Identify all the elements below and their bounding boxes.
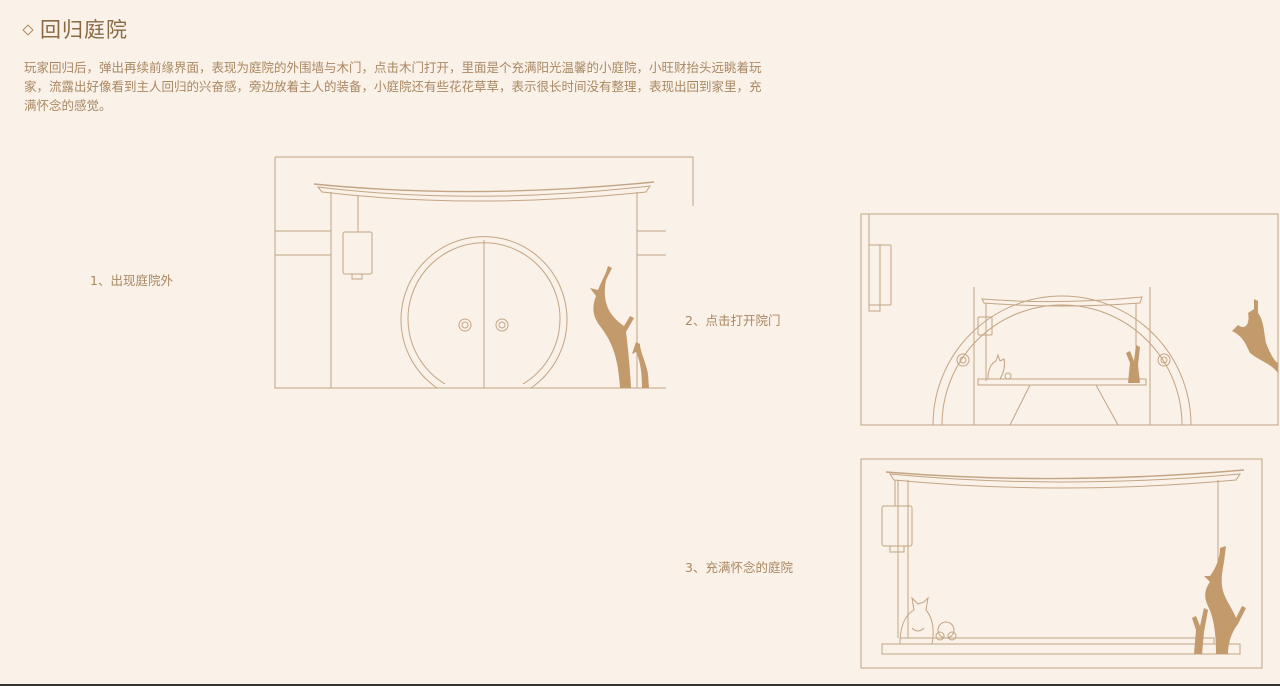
gate-opening-illustration	[860, 213, 1279, 426]
courtyard-exterior-illustration	[274, 156, 694, 389]
step-2-caption: 2、点击打开院门	[685, 313, 781, 328]
bottom-border	[0, 684, 1280, 686]
description-paragraph: 玩家回归后，弹出再续前缘界面，表现为庭院的外围墙与木门，点击木门打开，里面是个充…	[24, 60, 762, 113]
step-1-caption: 1、出现庭院外	[90, 273, 173, 288]
warm-courtyard-illustration	[860, 458, 1263, 669]
step-3-caption: 3、充满怀念的庭院	[685, 560, 793, 575]
page-title: 回归庭院	[22, 14, 128, 44]
page-title-text: 回归庭院	[40, 18, 128, 42]
diamond-bullet-icon	[22, 24, 34, 36]
